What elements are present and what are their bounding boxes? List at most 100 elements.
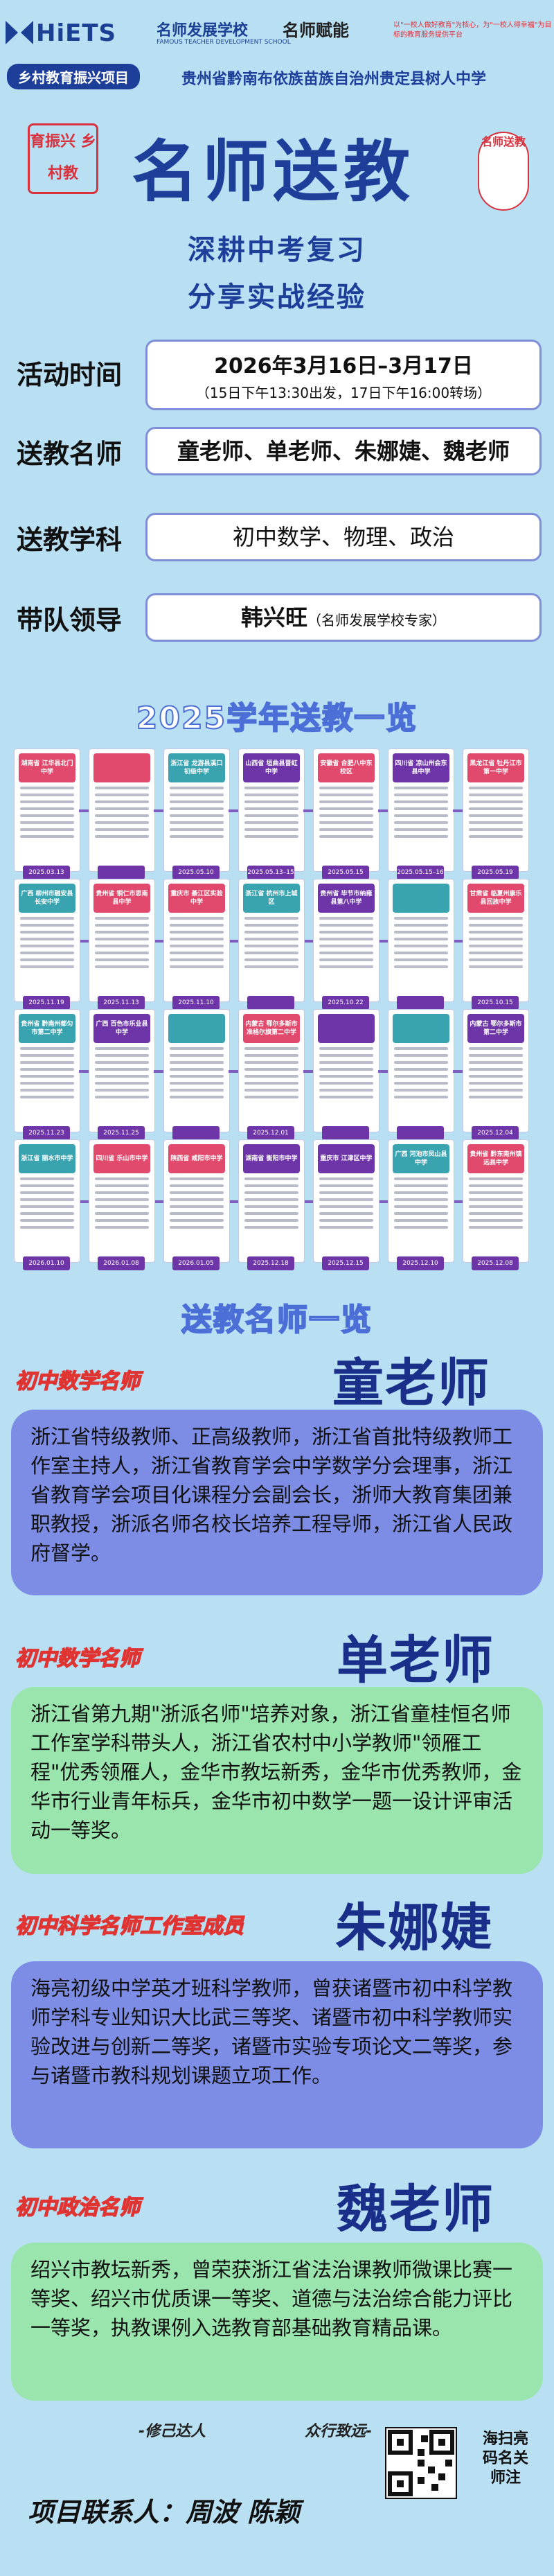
- timeline-card-date: 2026.01.05: [172, 1256, 220, 1270]
- timeline-connector: [378, 1200, 388, 1203]
- timeline-card-date: 2025.05.10: [172, 866, 220, 879]
- timeline-card-body: [319, 1047, 373, 1114]
- timeline-connector: [378, 809, 388, 812]
- school-name: 名师发展学校: [157, 22, 249, 40]
- timeline-card-body: [394, 1177, 448, 1244]
- timeline-connector: [453, 1070, 463, 1073]
- timeline-card-date: 2025.03.13: [23, 866, 70, 879]
- timeline-card-school: 山西省 垣曲县晋虹中学: [243, 753, 300, 782]
- timeline-card-date: 2025.12.01: [247, 1126, 294, 1140]
- teacher-4-category: 初中政治名师: [15, 2195, 141, 2220]
- teacher-1-category: 初中数学名师: [15, 1369, 141, 1394]
- timeline-connector: [229, 809, 238, 812]
- motto-2: 众行致远-: [305, 2423, 373, 2440]
- timeline-card: 重庆市 綦江区实验中学 2025.11.10: [163, 879, 230, 1010]
- timeline-card-date: 2025.05.13–15: [247, 866, 294, 879]
- teacher-1-bio: 浙江省特级教师、正高级教师，浙江省首批特级教师工作室主持人，浙江省教育学会中学数…: [11, 1410, 543, 1595]
- timeline-card-school: 广西 柳州市融安县长安中学: [19, 884, 75, 913]
- timeline-card-date: 2025.12.04: [472, 1126, 519, 1140]
- timeline-card-school: 四川省 凉山州会东县中学: [393, 753, 449, 782]
- teacher-3-category: 初中科学名师工作室成员: [15, 1913, 244, 1939]
- timeline-card-date: 2025.12.10: [397, 1256, 444, 1270]
- timeline-connector: [303, 1200, 313, 1203]
- timeline-connector: [229, 1070, 238, 1073]
- timeline-card-date: 2025.10.22: [322, 996, 369, 1010]
- timeline-card-date: 2026.01.08: [98, 1256, 145, 1270]
- timeline-connector: [229, 1200, 238, 1203]
- time-label: 活动时间: [17, 360, 123, 390]
- timeline-card-date: 2025.12.08: [472, 1256, 519, 1270]
- hiets-logo-icon: [6, 21, 33, 44]
- qr-code-icon[interactable]: [385, 2427, 457, 2499]
- teachers-title: 送教名师一览: [181, 1302, 373, 1338]
- timeline-card-date: [322, 1126, 369, 1140]
- timeline-connector: [453, 1200, 463, 1203]
- timeline-card-school: [318, 1014, 375, 1043]
- timeline-card-body: [20, 1177, 74, 1244]
- timeline-card-body: [20, 1047, 74, 1114]
- timeline-card-body: [469, 787, 523, 853]
- teacher-1-name: 童老师: [332, 1353, 490, 1413]
- timeline-card-date: [98, 866, 145, 879]
- timeline-card: [388, 879, 454, 1010]
- timeline-card-date: 2025.11.13: [98, 996, 145, 1010]
- timeline-card-body: [319, 1177, 373, 1244]
- timeline-card-school: 内蒙古 鄂尔多斯市第二中学: [467, 1014, 524, 1043]
- timeline-connector: [453, 809, 463, 812]
- timeline-connector: [154, 940, 163, 943]
- qr-caption: 海扫亮码名关师注: [482, 2430, 528, 2487]
- timeline-connector: [229, 940, 238, 943]
- timeline-card-date: 2025.05.15: [322, 866, 369, 879]
- timeline-card-school: 湖南省 衡阳市中学: [243, 1144, 300, 1173]
- leader-label: 带队领导: [17, 605, 123, 636]
- subtitle-2: 分享实战经验: [188, 281, 366, 313]
- teacher-3-bio: 海亮初级中学英才班科学教师，曾获诸暨市初中科学教师学科专业知识大比武三等奖、诸暨…: [11, 1961, 543, 2148]
- teacher-3-name: 朱娜婕: [335, 1898, 493, 1958]
- teacher-2-name: 单老师: [337, 1631, 494, 1690]
- timeline-card-school: 黑龙江省 牡丹江市第一中学: [467, 753, 524, 782]
- timeline-card: [89, 748, 155, 879]
- timeline-card-body: [95, 1047, 149, 1114]
- timeline-card-body: [95, 787, 149, 853]
- leader-note: （名师发展学校专家）: [307, 612, 446, 629]
- timeline-card-body: [394, 917, 448, 983]
- timeline-card: 陕西省 咸阳市中学 2026.01.05: [163, 1139, 230, 1270]
- timeline-card-school: 广西 河池市凤山县中学: [393, 1144, 449, 1173]
- timeline-card-school: 重庆市 綦江区实验中学: [168, 884, 225, 913]
- timeline-card-school: 浙江省 龙游县溪口初级中学: [168, 753, 225, 782]
- time-value: 2026年3月16日–3月17日: [214, 354, 473, 378]
- teacher-4-name: 魏老师: [337, 2180, 494, 2239]
- timeline-card-school: 重庆市 江津区中学: [318, 1144, 375, 1173]
- timeline-connector: [303, 809, 313, 812]
- time-box: 2026年3月16日–3月17日 （15日下午13:30出发，17日下午16:0…: [145, 340, 542, 410]
- timeline-connector: [79, 940, 89, 943]
- teacher-4-bio: 绍兴市教坛新秀，曾荣获浙江省法治课教师微课比赛一等奖、绍兴市优质课一等奖、道德与…: [11, 2243, 543, 2401]
- timeline-card-school: 贵州省 黔南州都匀市第二中学: [19, 1014, 75, 1043]
- timeline-card: 贵州省 毕节市纳雍县第八中学 2025.10.22: [313, 879, 379, 1010]
- timeline-card-date: 2025.11.10: [172, 996, 220, 1010]
- timeline-title: 2025学年送教一览: [136, 700, 418, 737]
- timeline-connector: [154, 1200, 163, 1203]
- timeline-card: 广西 河池市凤山县中学 2025.12.10: [388, 1139, 454, 1270]
- timeline-card-body: [469, 1047, 523, 1114]
- timeline-connector: [378, 1070, 388, 1073]
- timeline-card: 浙江省 龙游县溪口初级中学 2025.05.10: [163, 748, 230, 879]
- timeline-card-school: 贵州省 毕节市纳雍县第八中学: [318, 884, 375, 913]
- timeline-card-school: [393, 884, 449, 913]
- timeline-card: [388, 1009, 454, 1140]
- leader-value: 韩兴旺: [240, 604, 307, 631]
- timeline-card-school: 浙江省 丽水市中学: [19, 1144, 75, 1173]
- project-tag: 乡村教育振兴项目: [7, 64, 140, 89]
- timeline-card-school: 陕西省 咸阳市中学: [168, 1144, 225, 1173]
